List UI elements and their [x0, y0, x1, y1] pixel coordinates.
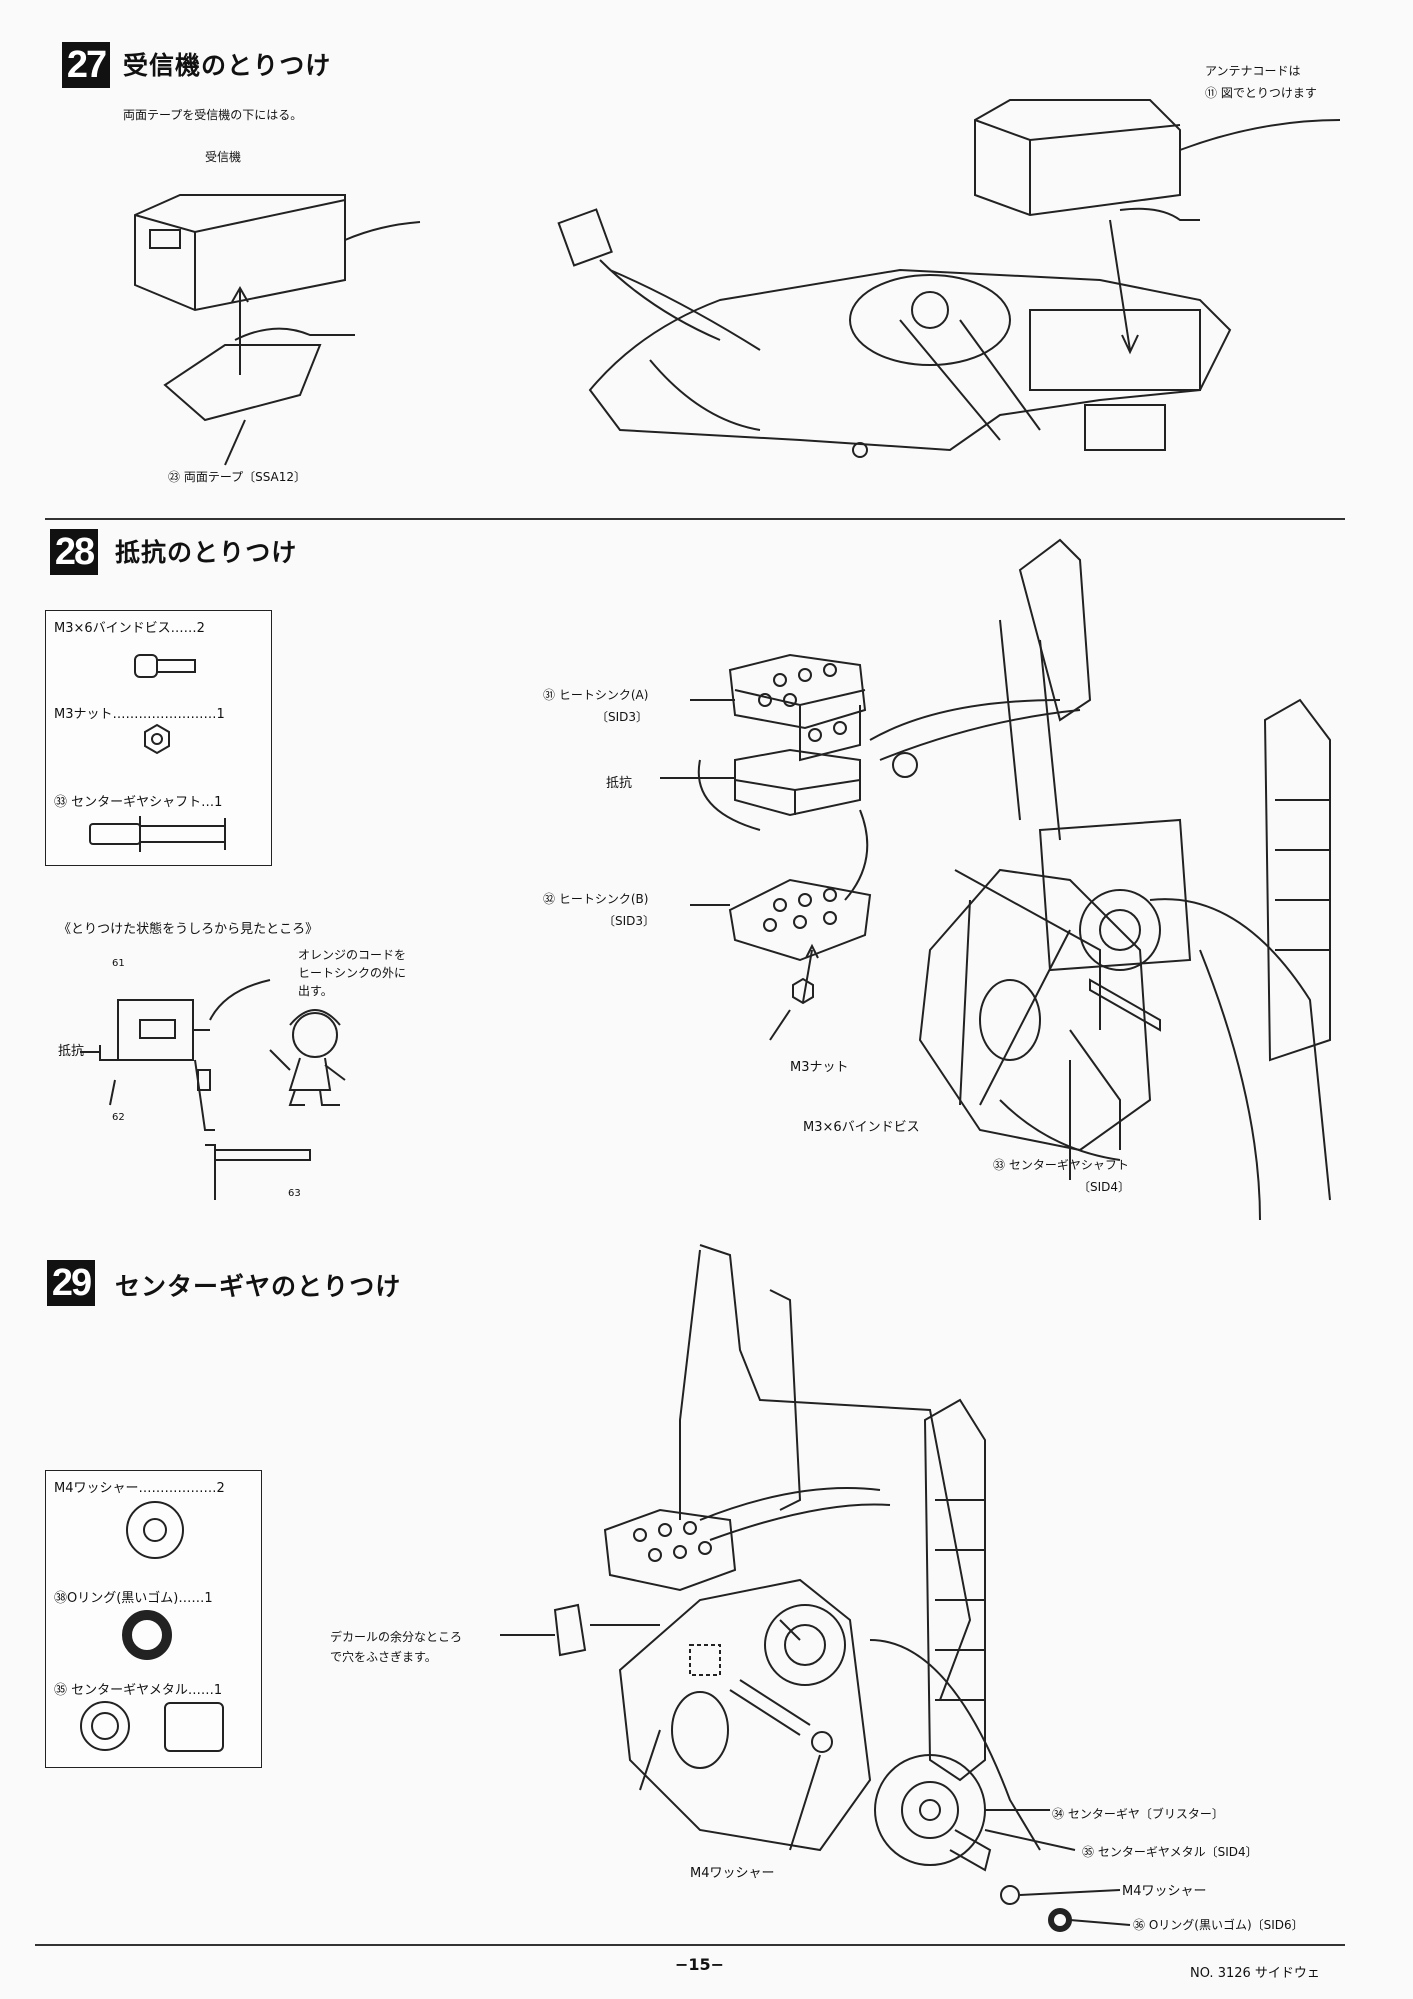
center-shaft-label: ㉝ センターギヤシャフト [993, 1158, 1129, 1172]
m3-nut-icon [144, 723, 170, 755]
resistor-label: 抵抗 [606, 776, 633, 791]
decal-piece [553, 1603, 587, 1657]
center-gear-29b [874, 1754, 986, 1866]
tape-label: ㉓ 両面テープ〔SSA12〕 [168, 470, 307, 484]
page-number: −15− [675, 1955, 725, 1974]
heatsink-b-code: 〔SID3〕 [603, 914, 656, 928]
center-gear-label: ㉞ センターギヤ〔ブリスター〕 [1052, 1807, 1224, 1821]
rear-resistor-label: 抵抗 [58, 1044, 85, 1059]
heatsink-29 [603, 1508, 737, 1592]
m3x6-screw-icon [134, 654, 158, 678]
rear-ref-61: 61 [112, 958, 125, 969]
center-metal-label: ㉟ センターギヤメタル〔SID4〕 [1082, 1845, 1258, 1859]
center-gear-29a [764, 1604, 846, 1686]
rear-view-title: 《とりつけた状態をうしろから見たところ》 [58, 922, 319, 937]
shock-absorber-29 [923, 1398, 986, 1782]
step-27-badge: 27 [62, 42, 110, 88]
rear-ref-62: 62 [112, 1112, 125, 1123]
antenna-note-1: アンテナコードは [1205, 64, 1301, 78]
o-ring-icon [122, 1610, 172, 1660]
part-center-shaft: ㉝ センターギヤシャフト…1 [54, 795, 223, 810]
m4-washer-part [811, 1731, 833, 1753]
shock-absorber-28a [1018, 538, 1092, 722]
heatsink-b-label: ㉜ ヒートシンク(B) [543, 892, 649, 906]
decal-note-2: で穴をふさぎます。 [330, 1650, 437, 1664]
shock-absorber-28b [1263, 698, 1331, 1062]
m4-washer-left-label: M4ワッシャー [690, 1866, 775, 1881]
chassis-plate [588, 268, 1232, 452]
decal-note-1: デカールの余分なところ [330, 1630, 463, 1644]
cord-note-3: 出す。 [298, 984, 333, 998]
part-m4-washer: M4ワッシャー………………2 [54, 1481, 225, 1496]
step-27-title: 受信機のとりつけ [123, 51, 332, 80]
m4-washer-icon [126, 1501, 184, 1559]
cord-note-1: オレンジのコードを [298, 948, 407, 962]
m3-nut-label: M3ナット [790, 1060, 849, 1075]
resistor-body [734, 748, 861, 817]
part-o-ring: ㊳Oリング(黒いゴム)……1 [54, 1591, 213, 1606]
footer-rule [35, 1944, 1345, 1946]
center-metal-icon-side [164, 1702, 224, 1752]
part-center-metal: ㉟ センターギヤメタル……1 [54, 1683, 223, 1698]
cord-note-2: ヒートシンクの外に [298, 966, 407, 980]
receiver-box-right [974, 99, 1181, 217]
heatsink-a-code: 〔SID3〕 [596, 710, 649, 724]
center-gear-28 [1079, 889, 1161, 971]
heatsink-a-label: ㉛ ヒートシンク(A) [543, 688, 649, 702]
o-ring-part [1048, 1908, 1072, 1932]
m4-washer-right-label: M4ワッシャー [1122, 1884, 1207, 1899]
part-m3x6: M3×6バインドビス……2 [54, 621, 205, 636]
o-ring-label: ㊱ Oリング(黒いゴム)〔SID6〕 [1133, 1918, 1304, 1932]
model-number: NO. 3126 サイドウェ [1190, 1966, 1320, 1981]
step-29-title: センターギヤのとりつけ [115, 1272, 402, 1301]
gear-plate [918, 868, 1152, 1152]
rear-ref-63: 63 [288, 1188, 301, 1199]
m3x6-label: M3×6バインドビス [803, 1120, 920, 1135]
step-27-note: 両面テープを受信機の下にはる。 [123, 108, 303, 122]
m3-nut-part [792, 977, 814, 1005]
step-29-badge: 29 [47, 1260, 95, 1306]
receiver-label: 受信機 [205, 150, 242, 164]
part-m3-nut: M3ナット……………………1 [54, 707, 225, 722]
shock-tower-29 [699, 1244, 972, 1701]
mascot-head [292, 1012, 338, 1058]
heatsink-b [728, 878, 872, 962]
center-metal-icon-round [80, 1701, 130, 1751]
antenna-note-2: ⑪ 図でとりつけます [1205, 86, 1317, 100]
heatsink-a [728, 653, 867, 730]
step-28-parts-box: M3×6バインドビス……2 M3ナット……………………1 ㉝ センターギヤシャフ… [45, 610, 272, 866]
receiver-box-left [134, 194, 346, 312]
step-28-badge: 28 [50, 529, 98, 575]
tape-sheet [163, 344, 322, 422]
divider-27 [45, 518, 1345, 520]
gear-plate-29 [618, 1578, 872, 1852]
center-shaft-code: 〔SID4〕 [1078, 1180, 1131, 1194]
step-28-title: 抵抗のとりつけ [115, 538, 298, 567]
